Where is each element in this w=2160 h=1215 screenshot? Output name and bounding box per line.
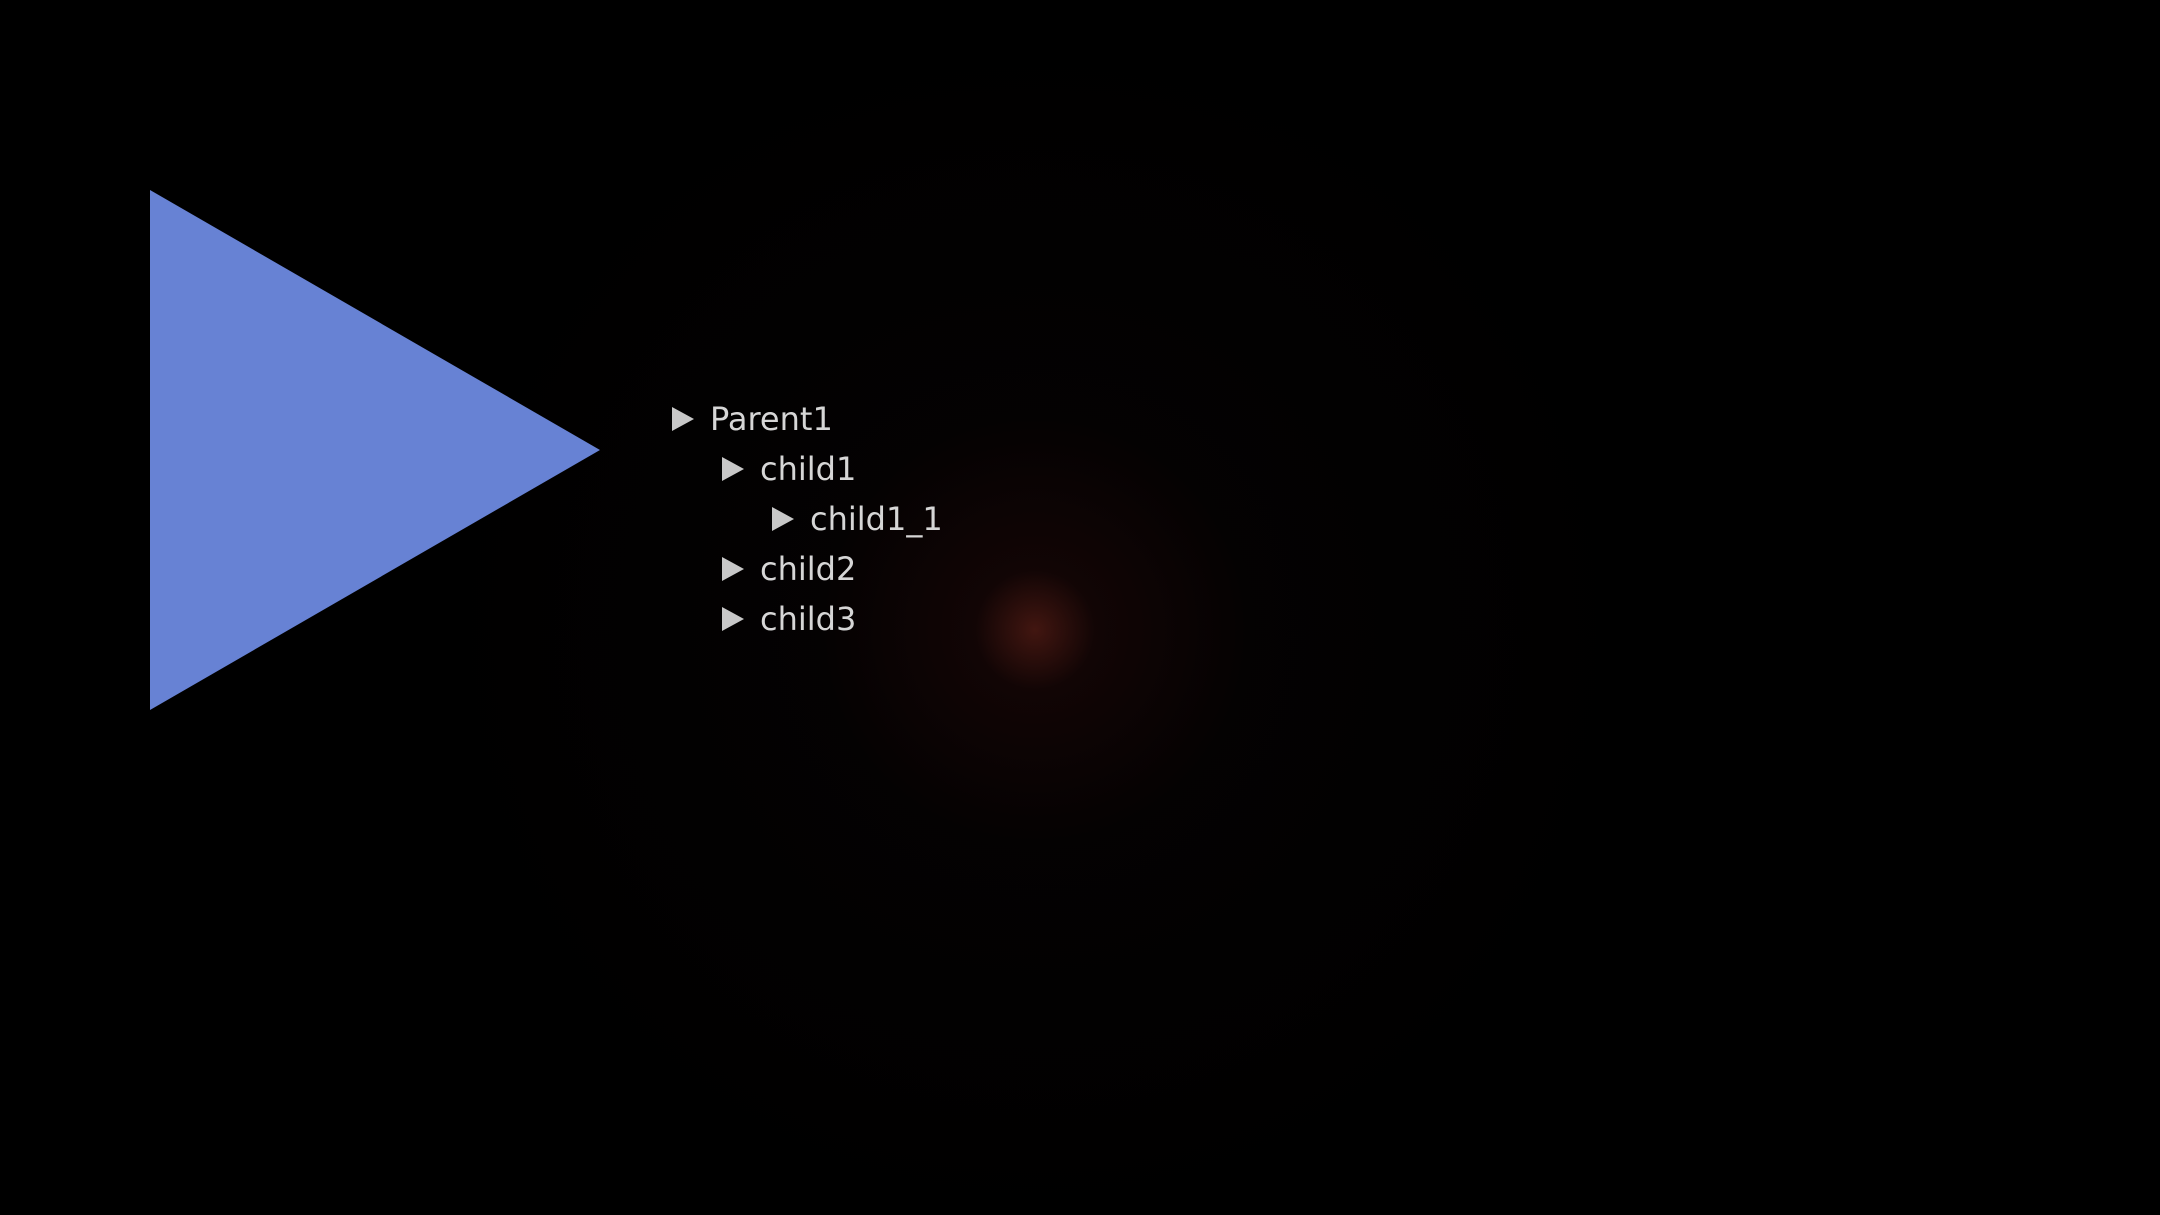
tree-item-child3[interactable]: child3 — [672, 594, 943, 644]
caret-right-icon[interactable] — [722, 457, 744, 481]
caret-right-icon[interactable] — [772, 507, 794, 531]
tree-view: Parent1 child1 child1_1 child2 child3 — [672, 394, 943, 644]
tree-item-label: Parent1 — [710, 400, 833, 438]
tree-item-label: child2 — [760, 550, 857, 588]
tree-item-child2[interactable]: child2 — [672, 544, 943, 594]
caret-right-icon[interactable] — [722, 557, 744, 581]
tree-item-label: child1_1 — [810, 500, 943, 538]
caret-right-icon[interactable] — [672, 407, 694, 431]
tree-item-label: child3 — [760, 600, 857, 638]
caret-right-icon[interactable] — [722, 607, 744, 631]
tree-item-label: child1 — [760, 450, 857, 488]
tree-item-child1_1[interactable]: child1_1 — [672, 494, 943, 544]
tree-item-child1[interactable]: child1 — [672, 444, 943, 494]
play-triangle-icon — [150, 190, 600, 710]
tree-item-parent1[interactable]: Parent1 — [672, 394, 943, 444]
